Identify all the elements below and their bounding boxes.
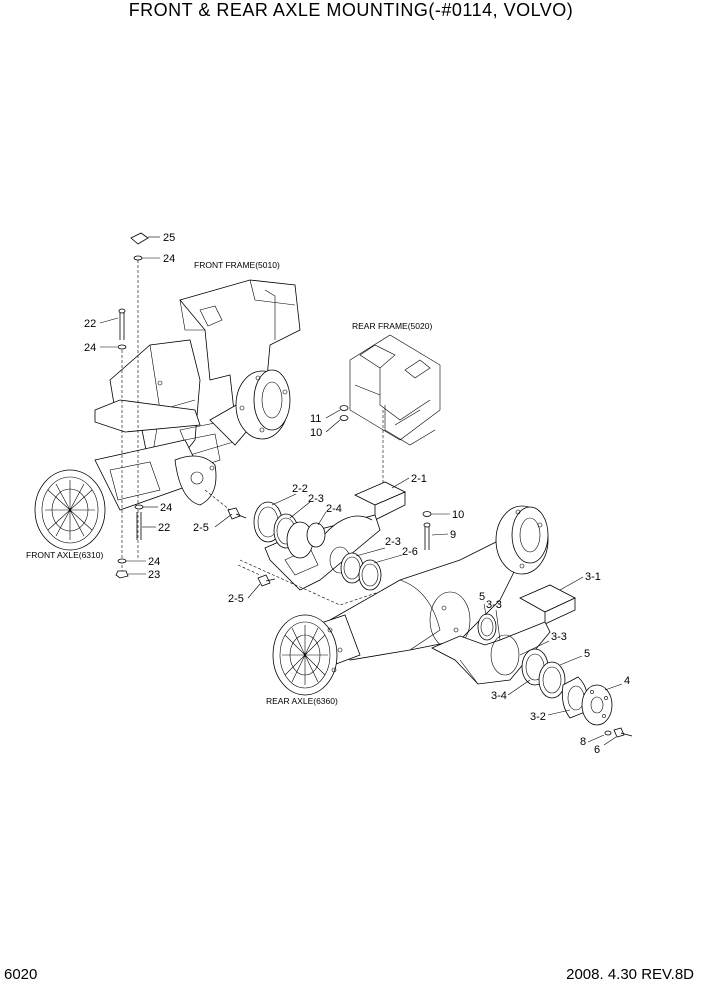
callout-10: 10 (452, 509, 464, 521)
callout-2-3: 2-3 (308, 493, 324, 505)
callout-22: 22 (84, 318, 96, 330)
callout-3-4: 3-4 (491, 690, 507, 702)
callout-24: 24 (84, 342, 96, 354)
callout-2-2: 2-2 (292, 483, 308, 495)
callout-10: 10 (310, 427, 322, 439)
callout-2-1: 2-1 (411, 473, 427, 485)
callout-22: 22 (158, 522, 170, 534)
callout-3-1: 3-1 (585, 571, 601, 583)
front-axle-right-hub-drawing (209, 369, 291, 446)
bolt-9-drawing (422, 511, 432, 550)
callout-3-3: 3-3 (486, 599, 502, 611)
callout-8: 8 (580, 736, 586, 748)
callout-24: 24 (148, 556, 160, 568)
callout-2-6: 2-6 (402, 546, 418, 558)
front-rings-drawing (253, 501, 326, 559)
callout-3-3: 3-3 (551, 631, 567, 643)
callout-5: 5 (479, 591, 485, 603)
callout-6: 6 (594, 744, 600, 756)
rear-front-rings-drawing (340, 552, 382, 591)
callout-2-5: 2-5 (193, 522, 209, 534)
bolt-2-5-drawing (204, 489, 401, 606)
front-axle-caption: FRONT AXLE(6310) (26, 550, 103, 560)
front-axle-left-hub-drawing (34, 439, 217, 551)
callout-25: 25 (163, 232, 175, 244)
front-frame-drawing (94, 279, 301, 471)
callout-2-4: 2-4 (326, 503, 342, 515)
callout-24: 24 (163, 253, 175, 265)
rear-trunnion-bracket-drawing (431, 584, 576, 685)
callout-23: 23 (148, 569, 160, 581)
rear-axle-caption: REAR AXLE(6360) (266, 696, 338, 706)
callout-2-3: 2-3 (385, 536, 401, 548)
revision-date: 2008. 4.30 REV.8D (566, 966, 694, 983)
front-frame-caption: FRONT FRAME(5010) (194, 260, 280, 270)
page-title: FRONT & REAR AXLE MOUNTING(-#0114, VOLVO… (128, 0, 574, 20)
callout-4: 4 (624, 675, 630, 687)
leader-lines (99, 236, 623, 746)
callout-9: 9 (450, 529, 456, 541)
callout-11: 11 (310, 413, 321, 425)
front-mount-hardware-drawing (115, 232, 149, 579)
callout-2-5: 2-5 (228, 593, 244, 605)
callout-24: 24 (160, 502, 172, 514)
callout-5: 5 (584, 648, 590, 660)
rear-trunnion-rings-drawing (477, 613, 633, 738)
page-number: 6020 (4, 966, 38, 983)
callout-3-2: 3-2 (530, 711, 546, 723)
rear-frame-caption: REAR FRAME(5020) (352, 321, 432, 331)
mounting-bracket-drawing (264, 481, 406, 591)
rear-frame-drawing (339, 334, 441, 490)
rear-axle-drawing (272, 505, 549, 696)
